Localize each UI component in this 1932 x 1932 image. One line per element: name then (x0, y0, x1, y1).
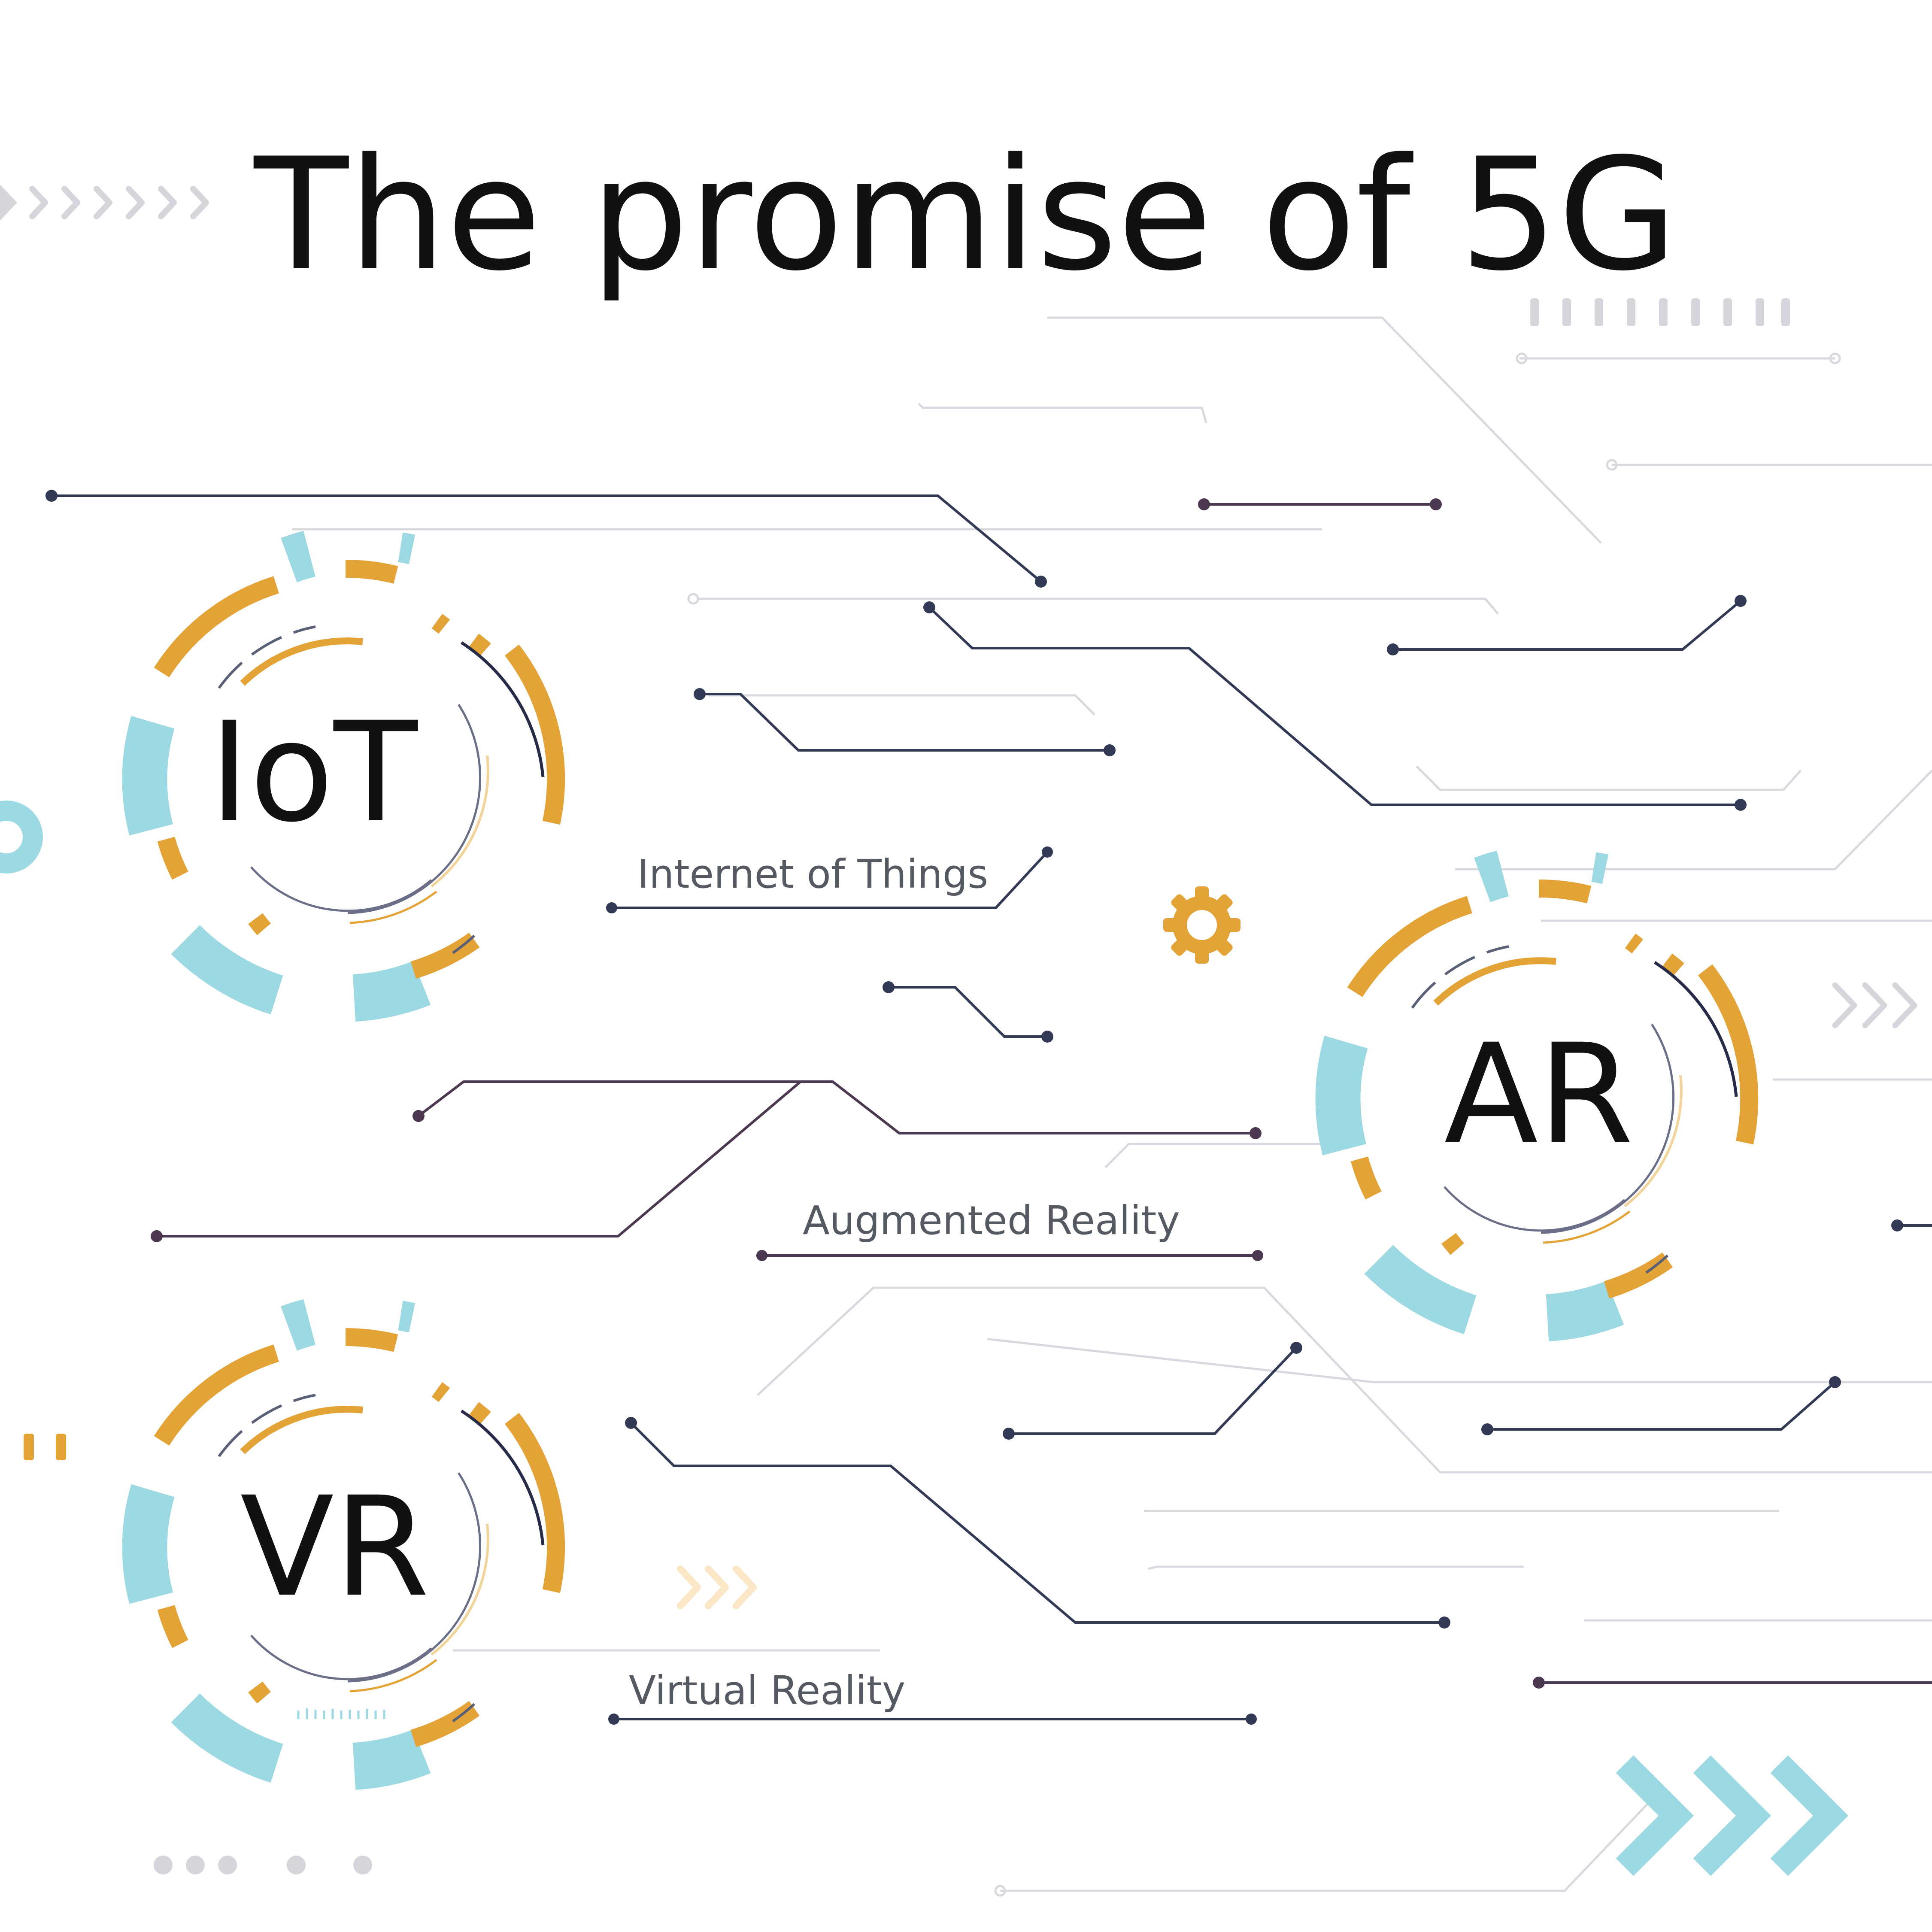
gear-icon (1163, 886, 1240, 964)
tick-marks (297, 1708, 385, 1719)
chevrons-icon (0, 185, 209, 221)
badge-ring (122, 531, 565, 1022)
badge-ring (122, 1299, 565, 1790)
badge-abbr: IoT (209, 693, 419, 852)
badge-abbr: AR (1444, 1015, 1633, 1174)
chevrons-icon (677, 1565, 757, 1609)
bars-icon (1530, 298, 1790, 326)
caption-text: Augmented Reality (803, 1198, 1180, 1244)
badge-caption-vr: Virtual Reality (608, 1668, 1257, 1725)
badge-ar: AR (1315, 850, 1759, 1341)
bars-icon (24, 1434, 66, 1460)
badge-ring (1315, 850, 1759, 1341)
page-title: The promise of 5G (252, 125, 1677, 305)
caption-text: Virtual Reality (629, 1668, 905, 1714)
caption-underline (612, 851, 1049, 909)
badge-iot: IoT (122, 531, 565, 1022)
badge-abbr: VR (240, 1468, 429, 1627)
badge-caption-ar: Augmented Reality (756, 1198, 1263, 1261)
chevrons-icon (1616, 1755, 1849, 1876)
trace-nodes (45, 490, 1903, 1689)
gear-icon (0, 801, 43, 873)
dots-icon (154, 1856, 372, 1874)
background-traces (292, 316, 1932, 1897)
chevrons-icon (1832, 982, 1917, 1028)
badge-caption-iot: Internet of Things (606, 846, 1053, 913)
badge-vr: VR (122, 1299, 565, 1790)
caption-text: Internet of Things (637, 851, 988, 897)
